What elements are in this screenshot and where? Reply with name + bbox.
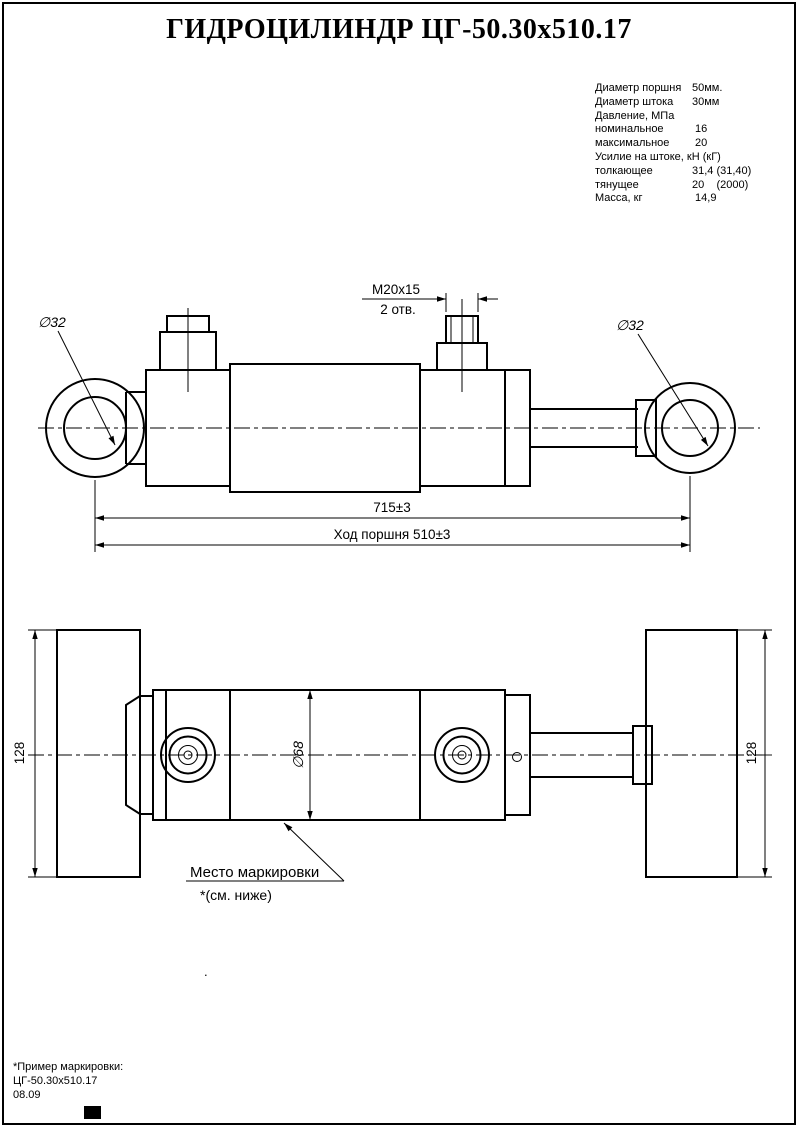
body-diameter-dimension: ∅68 xyxy=(290,690,313,820)
left-bracket-height-label: 128 xyxy=(12,742,27,765)
left-port-plan xyxy=(160,727,216,783)
dim-arrow xyxy=(437,296,446,302)
piston-rod-plan xyxy=(530,725,653,785)
spec-value: 30мм xyxy=(692,95,720,108)
spec-row: Давление, МПа xyxy=(595,110,751,124)
marking-place-label: Место маркировки xyxy=(190,864,319,881)
spec-value: 16 xyxy=(692,123,708,136)
right-eye-outer xyxy=(644,382,736,474)
stray-dot: . xyxy=(204,964,208,979)
port-circle xyxy=(178,745,198,765)
leader-arrow xyxy=(284,823,293,832)
dim-arrow xyxy=(762,630,768,639)
dim-arrow xyxy=(681,542,690,548)
left-eye-leader-arrow xyxy=(108,435,115,445)
spec-value: 14,9 xyxy=(692,192,717,205)
gland-plan xyxy=(504,694,531,816)
spec-label: Диаметр поршня xyxy=(595,82,682,94)
dim-arrow xyxy=(307,811,313,820)
left-eye-outer xyxy=(45,378,145,478)
left-bracket xyxy=(56,629,141,878)
cylinder-body-plan xyxy=(152,689,531,821)
right-eye-bore xyxy=(661,399,719,457)
dim-arrow xyxy=(307,690,313,699)
port-circle xyxy=(160,727,216,783)
side-view: ∅32 xyxy=(38,282,760,552)
right-bracket-height-label: 128 xyxy=(744,742,759,765)
marking-callout: Место маркировки *(см. ниже) xyxy=(186,822,345,903)
overall-length-label: 715±3 xyxy=(373,500,410,515)
spec-value: 20 (2000) xyxy=(692,178,749,191)
rod-end-block xyxy=(635,399,657,457)
port-circle xyxy=(168,735,208,775)
port-circle xyxy=(183,750,193,760)
footer-note-line: 08.09 xyxy=(13,1089,41,1101)
left-neck xyxy=(125,391,146,465)
port-circle xyxy=(457,750,467,760)
page-title: ГИДРОЦИЛИНДР ЦГ-50.30х510.17 xyxy=(166,14,632,45)
body-diameter-label: ∅68 xyxy=(290,741,306,769)
spec-label: номинальное xyxy=(595,123,664,136)
spec-row: Диаметр штока 30мм xyxy=(595,96,751,110)
spec-row: максимальное 20 xyxy=(595,137,751,151)
left-bracket-height-dimension: 128 xyxy=(12,629,57,878)
marking-note-label: *(см. ниже) xyxy=(200,887,272,903)
spec-label: тянущее xyxy=(595,178,639,191)
port-thread-label: М20х15 xyxy=(372,282,420,297)
dim-arrow xyxy=(32,868,38,877)
footer-note-line: *Пример маркировки: xyxy=(13,1061,124,1073)
right-bracket xyxy=(645,629,738,878)
footer-note-line: ЦГ-50.30х510.17 xyxy=(13,1075,98,1087)
black-registration-mark xyxy=(84,1106,101,1119)
right-eye-diameter-label: ∅32 xyxy=(616,317,644,333)
vent-hole xyxy=(512,752,522,762)
specs-table: Диаметр поршня 50мм. Диаметр штока 30мм Да… xyxy=(595,82,751,206)
spec-row: Усилие на штоке, кН (кГ) xyxy=(595,151,751,165)
right-bracket-height-dimension: 128 xyxy=(737,629,772,878)
leader-line xyxy=(283,822,345,882)
stroke-label: Ход поршня 510±3 xyxy=(334,527,451,542)
right-port xyxy=(436,299,488,392)
overall-length-dimension: 715±3 xyxy=(94,476,691,552)
port-circle xyxy=(452,745,472,765)
footer-note: *Пример маркировки: ЦГ-50.30х510.17 08.0… xyxy=(13,1060,123,1102)
port-thread-dimension: М20х15 2 отв. xyxy=(362,282,498,317)
spec-label: максимальное xyxy=(595,137,670,150)
left-port xyxy=(159,308,217,392)
spec-row: тянущее 20 (2000) xyxy=(595,179,751,193)
spec-label: толкающее xyxy=(595,164,653,177)
spec-value: 20 xyxy=(692,137,708,150)
piston-rod xyxy=(530,399,657,457)
dim-arrow xyxy=(478,296,487,302)
dim-arrow xyxy=(681,515,690,521)
dim-arrow xyxy=(762,868,768,877)
spec-row: Диаметр поршня 50мм. xyxy=(595,82,751,96)
spec-label: Диаметр штока xyxy=(595,95,674,108)
plan-view: ∅68 128 xyxy=(12,629,772,979)
port-circle xyxy=(442,735,482,775)
left-eye: ∅32 xyxy=(38,314,145,478)
spec-row: толкающее 31,4 (31,40) xyxy=(595,165,751,179)
spec-value: 50мм. xyxy=(692,82,723,94)
right-eye-leader-arrow xyxy=(700,436,708,446)
left-eye-diameter-label: ∅32 xyxy=(38,314,66,330)
left-eye-leader-line xyxy=(57,330,116,446)
dim-arrow xyxy=(95,542,104,548)
spec-row: Масса, кг 14,9 xyxy=(595,192,751,206)
stroke-dimension: Ход поршня 510±3 xyxy=(95,527,690,548)
spec-value: 31,4 (31,40) xyxy=(692,164,752,177)
spec-row: номинальное 16 xyxy=(595,123,751,137)
dim-arrow xyxy=(32,630,38,639)
spec-label: Масса, кг xyxy=(595,192,643,205)
rod-cap xyxy=(632,725,653,785)
port-holes-label: 2 отв. xyxy=(380,302,416,317)
right-port-plan xyxy=(434,727,490,783)
spec-label: Усилие на штоке, кН (кГ) xyxy=(595,150,721,163)
dim-arrow xyxy=(95,515,104,521)
spec-label: Давление, МПа xyxy=(595,109,675,122)
right-eye-leader-line xyxy=(637,333,709,447)
port-circle xyxy=(434,727,490,783)
right-eye: ∅32 xyxy=(616,317,736,474)
